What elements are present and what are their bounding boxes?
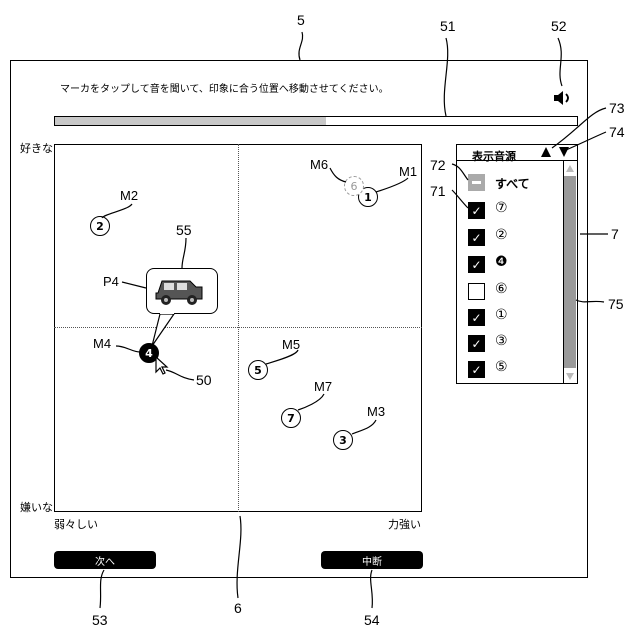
pause-button[interactable]: 中断	[321, 551, 423, 569]
ref-73: 73	[609, 100, 625, 116]
marker-m6[interactable]: 6	[344, 176, 364, 196]
ref-54: 54	[364, 612, 380, 628]
marker-label-m1: M1	[399, 164, 417, 179]
panel-item-label-4: ❹	[495, 254, 508, 270]
scroll-down-icon[interactable]	[565, 372, 575, 381]
speaker-icon[interactable]	[552, 90, 572, 106]
marker-m7[interactable]: 7	[281, 408, 301, 428]
instruction-text: マーカをタップして音を聞いて、印象に合う位置へ移動させてください。	[60, 80, 389, 95]
next-button[interactable]: 次へ	[54, 551, 156, 569]
x-left-label: 弱々しい	[54, 516, 98, 532]
ref-51: 51	[440, 18, 456, 34]
progress-bar	[54, 116, 578, 126]
panel-item-label-3: ③	[495, 333, 508, 349]
checkbox-3[interactable]: ✓	[468, 335, 485, 352]
checkbox-5[interactable]: ✓	[468, 361, 485, 378]
ref-6: 6	[234, 600, 242, 616]
pointer-cursor-icon	[154, 356, 170, 376]
ref-7: 7	[611, 226, 619, 242]
checkbox-7[interactable]: ✓	[468, 202, 485, 219]
sort-down-icon[interactable]	[558, 146, 570, 158]
y-top-label: 好きな	[20, 140, 53, 156]
scroll-up-icon[interactable]	[565, 164, 575, 173]
bubble-label-p4: P4	[103, 274, 119, 289]
ref-52: 52	[551, 18, 567, 34]
panel-item-label-2: ②	[495, 227, 508, 243]
marker-label-m3: M3	[367, 404, 385, 419]
marker-m5[interactable]: 5	[248, 360, 268, 380]
panel-item-label-all: すべて	[495, 175, 530, 192]
panel-header-divider	[456, 160, 578, 161]
checkbox-1[interactable]: ✓	[468, 309, 485, 326]
car-icon	[150, 273, 210, 309]
ref-75: 75	[608, 296, 624, 312]
sort-up-icon[interactable]	[540, 146, 552, 158]
ref-74: 74	[609, 124, 625, 140]
horizontal-axis-line	[54, 327, 422, 328]
marker-label-m2: M2	[120, 188, 138, 203]
marker-label-m4: M4	[93, 336, 111, 351]
progress-fill	[55, 117, 326, 125]
panel-item-label-1: ①	[495, 307, 508, 323]
panel-item-label-5: ⑤	[495, 359, 508, 375]
x-right-label: 力強い	[388, 516, 421, 532]
panel-item-label-7: ⑦	[495, 200, 508, 216]
checkbox-all[interactable]	[468, 174, 485, 191]
scroll-thumb[interactable]	[564, 176, 576, 368]
marker-m2[interactable]: 2	[90, 216, 110, 236]
checkbox-2[interactable]: ✓	[468, 229, 485, 246]
ref-53: 53	[92, 612, 108, 628]
checkbox-6[interactable]	[468, 283, 485, 300]
panel-title: 表示音源	[472, 148, 516, 164]
marker-label-m6: M6	[310, 157, 328, 172]
panel-item-label-6: ⑥	[495, 281, 508, 297]
vertical-axis-line	[238, 144, 239, 512]
checkbox-4[interactable]: ✓	[468, 256, 485, 273]
marker-label-m7: M7	[314, 379, 332, 394]
y-bottom-label: 嫌いな	[20, 499, 53, 515]
ref-5: 5	[297, 12, 305, 28]
marker-m3[interactable]: 3	[333, 430, 353, 450]
marker-label-m5: M5	[282, 337, 300, 352]
